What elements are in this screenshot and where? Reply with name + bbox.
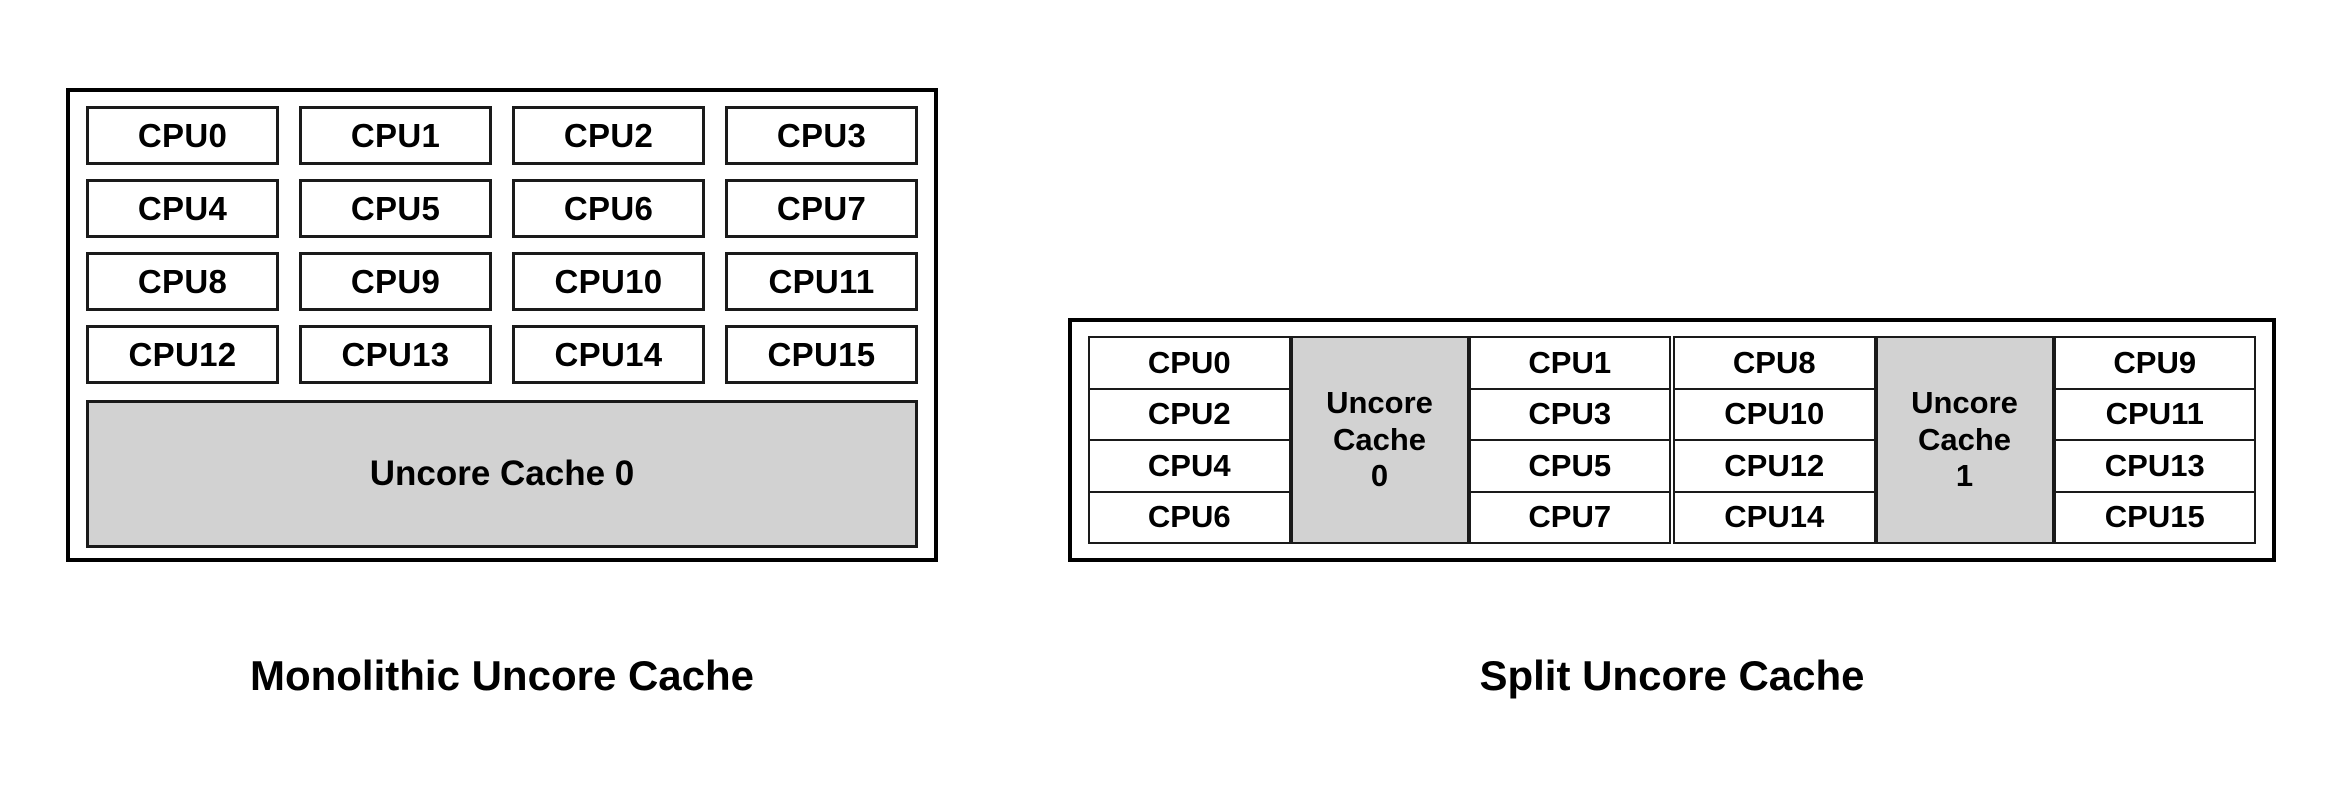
uncore-cache-block-0: Uncore Cache 0 bbox=[86, 400, 918, 548]
cpu-box-6: CPU6 bbox=[512, 179, 705, 238]
cpu-box-1: CPU1 bbox=[1468, 336, 1671, 390]
uncore-cache-1-line-2: Cache bbox=[1917, 421, 2012, 457]
cpu-box-0: CPU0 bbox=[1088, 336, 1291, 390]
uncore-cache-0-line-3: 0 bbox=[1370, 458, 1389, 494]
split-cluster-1-left-column: CPU8 CPU10 CPU12 CPU14 bbox=[1673, 336, 1876, 544]
split-cluster-1: CPU8 CPU10 CPU12 CPU14 Uncore Cache 1 CP… bbox=[1673, 336, 2256, 544]
cpu-box-10: CPU10 bbox=[1673, 387, 1876, 441]
cpu-box-9: CPU9 bbox=[299, 252, 492, 311]
cpu-box-15: CPU15 bbox=[2053, 490, 2256, 544]
cpu-box-5: CPU5 bbox=[1468, 439, 1671, 493]
cpu-box-5: CPU5 bbox=[299, 179, 492, 238]
cpu-box-11: CPU11 bbox=[2053, 387, 2256, 441]
monolithic-cpu-grid: CPU0 CPU1 CPU2 CPU3 CPU4 CPU5 CPU6 CPU7 … bbox=[86, 106, 918, 384]
monolithic-diagram-caption: Monolithic Uncore Cache bbox=[249, 652, 755, 699]
cpu-box-13: CPU13 bbox=[2053, 439, 2256, 493]
split-cluster-0-right-column: CPU1 CPU3 CPU5 CPU7 bbox=[1468, 336, 1671, 544]
cpu-box-8: CPU8 bbox=[86, 252, 279, 311]
cpu-box-4: CPU4 bbox=[1088, 439, 1291, 493]
cpu-box-12: CPU12 bbox=[1673, 439, 1876, 493]
cpu-box-3: CPU3 bbox=[1468, 387, 1671, 441]
cpu-box-11: CPU11 bbox=[725, 252, 918, 311]
uncore-cache-block-0: Uncore Cache 0 bbox=[1290, 336, 1469, 544]
cpu-box-0: CPU0 bbox=[86, 106, 279, 165]
uncore-cache-0-line-1: Uncore bbox=[1326, 385, 1433, 421]
uncore-cache-0-line-2: Cache bbox=[1332, 421, 1427, 457]
cpu-box-1: CPU1 bbox=[299, 106, 492, 165]
split-uncore-cache-diagram: CPU0 CPU2 CPU4 CPU6 Uncore Cache 0 CPU1 … bbox=[1068, 318, 2276, 562]
cpu-box-6: CPU6 bbox=[1088, 490, 1291, 544]
cpu-box-13: CPU13 bbox=[299, 325, 492, 384]
split-cluster-0: CPU0 CPU2 CPU4 CPU6 Uncore Cache 0 CPU1 … bbox=[1088, 336, 1671, 544]
cpu-box-10: CPU10 bbox=[512, 252, 705, 311]
cpu-box-14: CPU14 bbox=[1673, 490, 1876, 544]
split-cluster-1-right-column: CPU9 CPU11 CPU13 CPU15 bbox=[2053, 336, 2256, 544]
cpu-box-3: CPU3 bbox=[725, 106, 918, 165]
cpu-box-15: CPU15 bbox=[725, 325, 918, 384]
uncore-cache-1-line-3: 1 bbox=[1955, 458, 1974, 494]
split-cluster-0-left-column: CPU0 CPU2 CPU4 CPU6 bbox=[1088, 336, 1291, 544]
cpu-box-2: CPU2 bbox=[1088, 387, 1291, 441]
cpu-box-14: CPU14 bbox=[512, 325, 705, 384]
cpu-box-7: CPU7 bbox=[1468, 490, 1671, 544]
cpu-box-2: CPU2 bbox=[512, 106, 705, 165]
split-diagram-caption: Split Uncore Cache bbox=[1479, 652, 1865, 699]
monolithic-uncore-cache-diagram: CPU0 CPU1 CPU2 CPU3 CPU4 CPU5 CPU6 CPU7 … bbox=[66, 88, 938, 562]
uncore-cache-block-1: Uncore Cache 1 bbox=[1875, 336, 2054, 544]
cpu-box-7: CPU7 bbox=[725, 179, 918, 238]
cpu-box-8: CPU8 bbox=[1673, 336, 1876, 390]
cpu-box-12: CPU12 bbox=[86, 325, 279, 384]
cpu-box-4: CPU4 bbox=[86, 179, 279, 238]
uncore-cache-1-line-1: Uncore bbox=[1911, 385, 2018, 421]
cpu-box-9: CPU9 bbox=[2053, 336, 2256, 390]
